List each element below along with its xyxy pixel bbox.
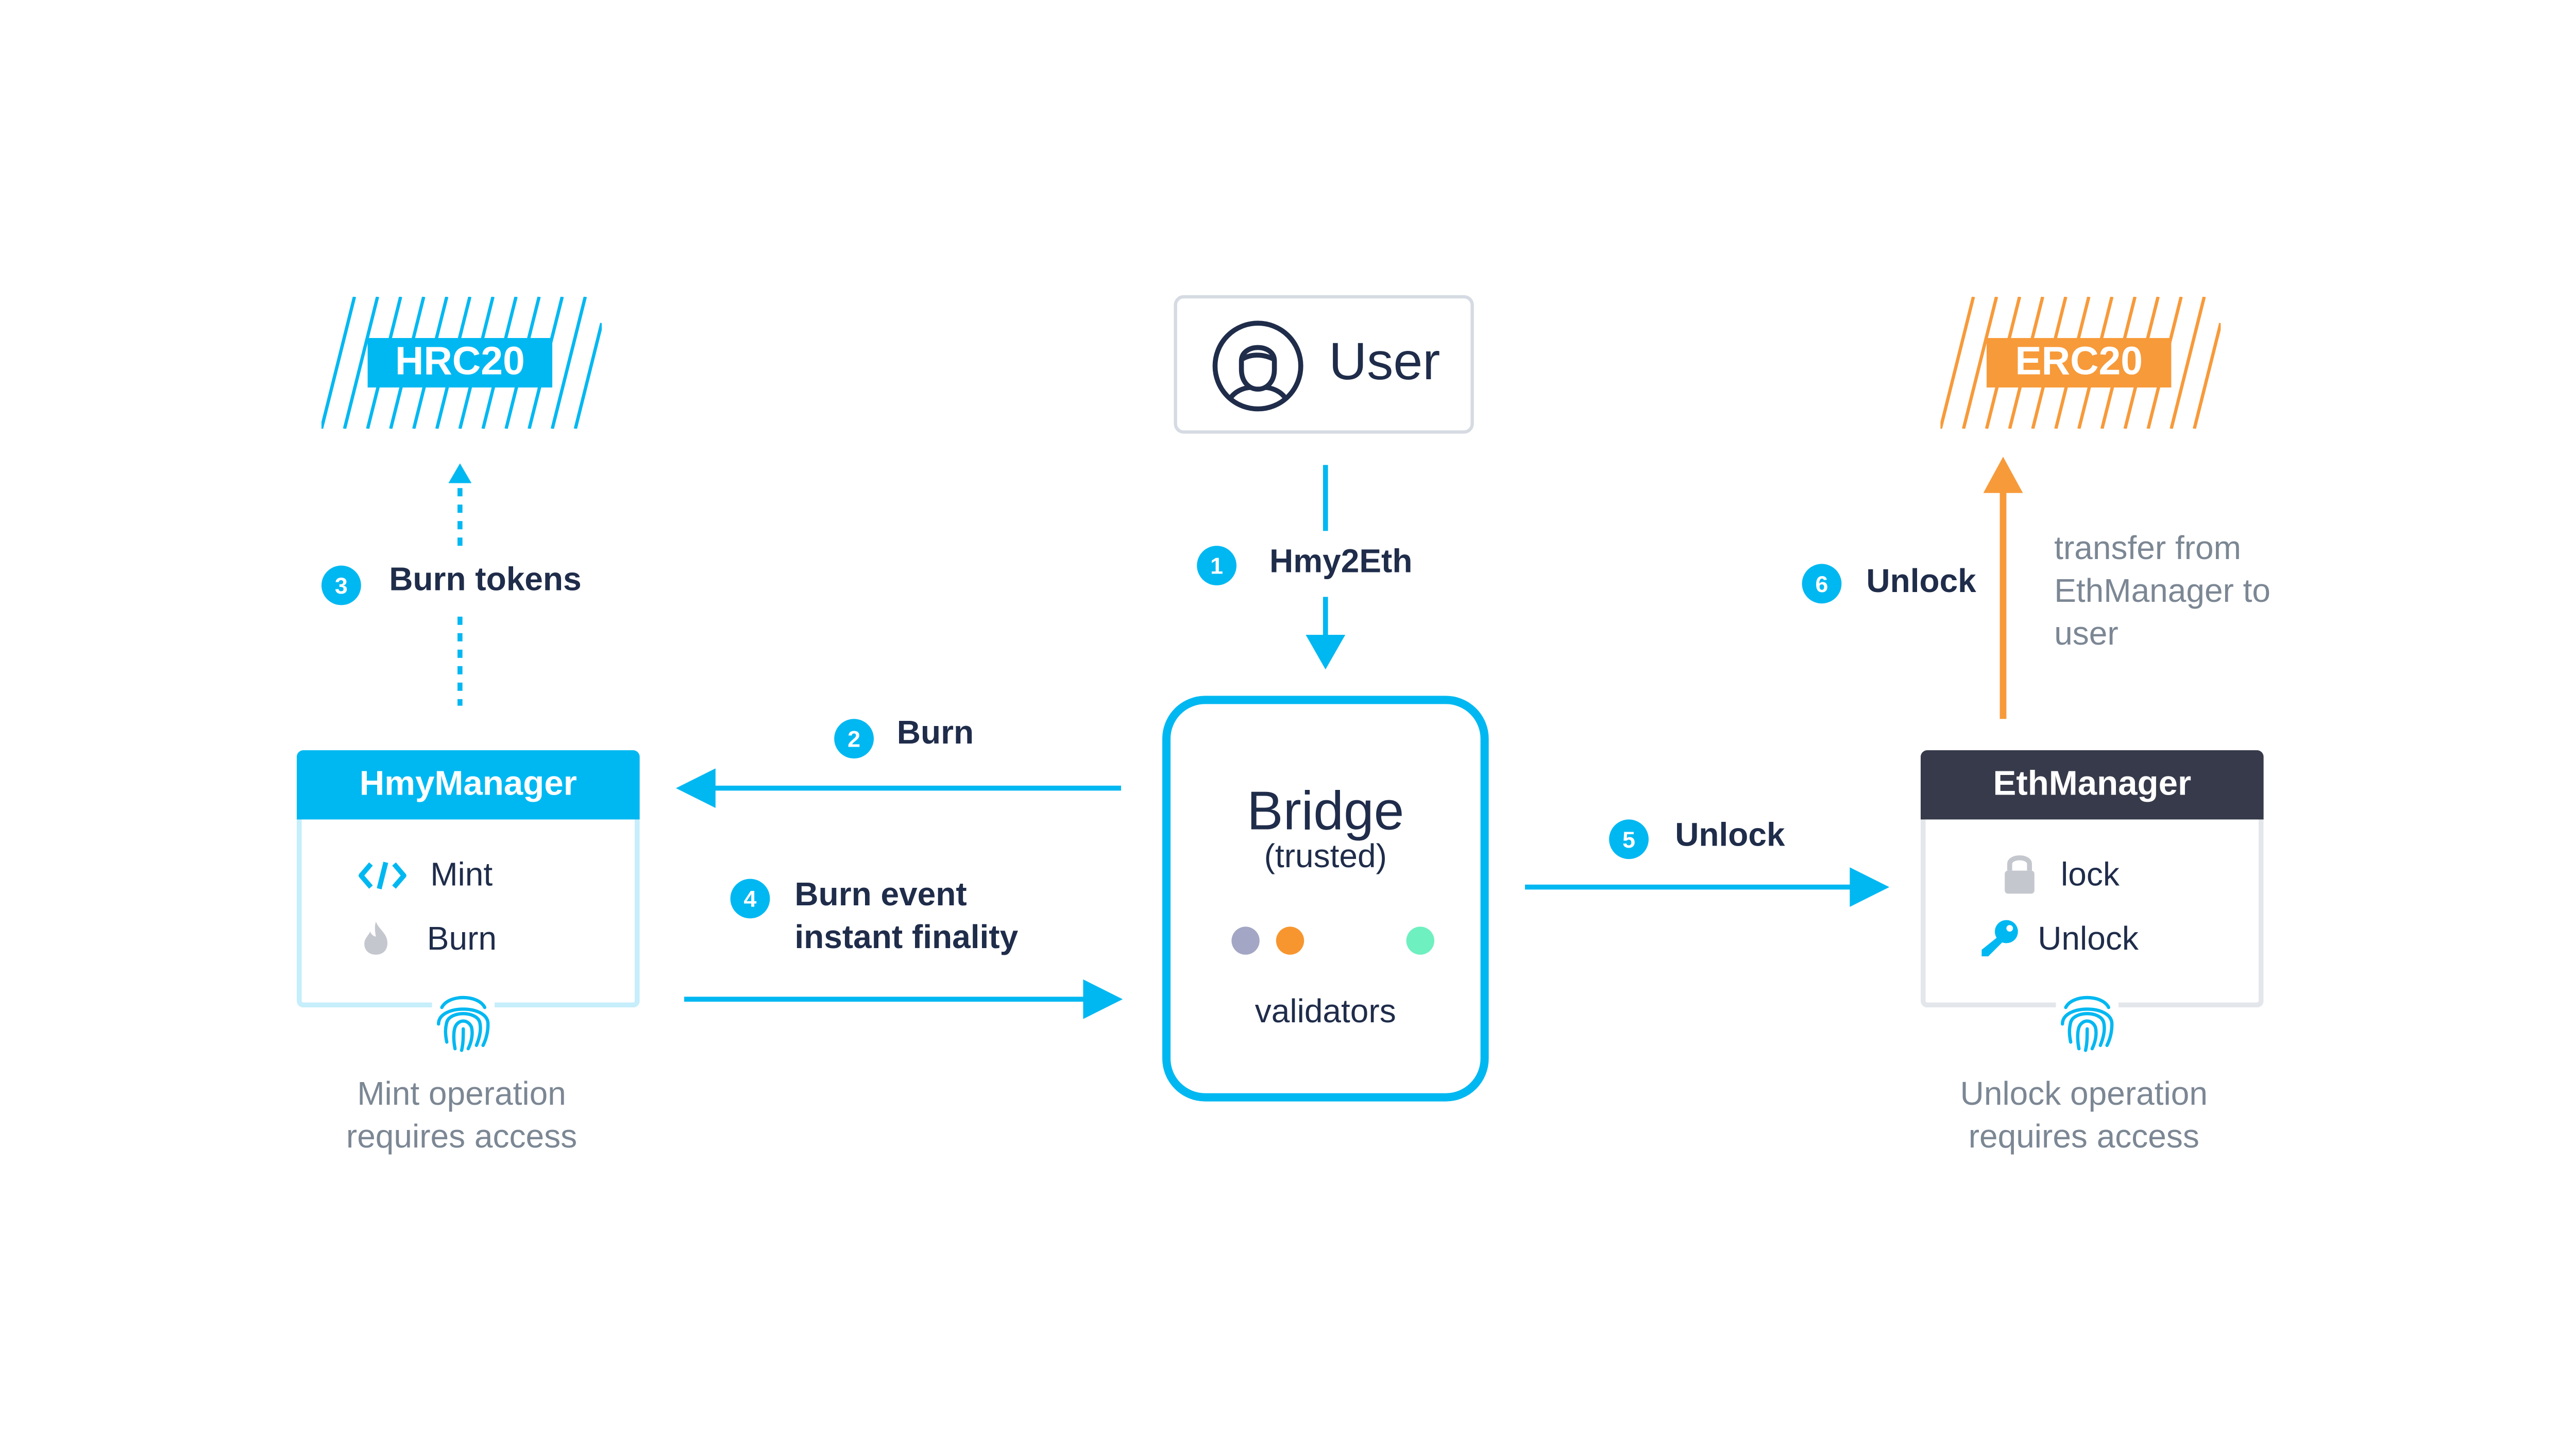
transfer-note-line1: transfer from (2054, 531, 2241, 567)
hmymanager-title: HmyManager (297, 750, 640, 820)
validator-dot-green (1406, 926, 1434, 955)
step-2-label: Burn (896, 715, 974, 752)
step-6-badge: 6 (1802, 564, 1842, 604)
hmymanager-caption-line1: Mint operation (357, 1076, 566, 1113)
hrc20-label: HRC20 (367, 338, 552, 387)
arrow-burn-event-to-bridge-head (1083, 979, 1123, 1019)
bridge-box: Bridge (trusted) validators (1162, 696, 1489, 1102)
hmymanager-caption-line2: requires access (346, 1119, 578, 1156)
transfer-note-line3: user (2054, 616, 2119, 653)
key-icon (1981, 920, 2018, 956)
step-5-badge: 5 (1609, 819, 1649, 859)
ethmanager-row-lock-label: lock (2061, 857, 2120, 894)
bridge-subtitle: (trusted) (1264, 839, 1387, 876)
hrc20-token: HRC20 (321, 297, 602, 429)
user-avatar-icon (1212, 320, 1303, 412)
step-1-label: Hmy2Eth (1269, 544, 1413, 581)
hmymanager-row-mint-label: Mint (430, 857, 493, 894)
step-4-label-line1: Burn event (794, 877, 967, 914)
code-icon (359, 862, 406, 889)
step-3-badge: 3 (321, 565, 361, 605)
user-box: User (1174, 295, 1474, 434)
ethmanager-caption-line2: requires access (1968, 1119, 2199, 1156)
arrow-unlock-to-ethmanager-head (1850, 867, 1890, 907)
transfer-note-line2: EthManager to (2054, 573, 2271, 610)
step-1-badge: 1 (1197, 546, 1236, 585)
padlock-icon (2005, 855, 2035, 894)
erc20-label: ERC20 (1987, 338, 2172, 387)
step-5-label: Unlock (1675, 818, 1785, 854)
hmymanager-fingerprint-icon (432, 987, 495, 1054)
hmymanager-card: HmyManager Mint Burn (297, 750, 640, 1008)
bridge-validators-label: validators (1255, 994, 1396, 1031)
erc20-token: ERC20 (1940, 297, 2221, 429)
bridge-title: Bridge (1247, 780, 1404, 841)
step-2-badge: 2 (834, 719, 874, 758)
arrow-user-to-bridge-head (1306, 635, 1346, 670)
dotted-arrow-burn-tokens-head (448, 463, 472, 483)
transfer-note: transfer from EthManager to user (2054, 528, 2318, 656)
ethmanager-title: EthManager (1921, 750, 2264, 820)
hmymanager-row-burn-label: Burn (427, 921, 497, 958)
ethmanager-row-unlock-label: Unlock (2038, 921, 2139, 958)
ethmanager-card: EthManager lock Unlock (1921, 750, 2264, 1008)
step-3-label: Burn tokens (389, 562, 582, 599)
ethmanager-caption-line1: Unlock operation (1960, 1076, 2208, 1113)
step-4-badge: 4 (730, 879, 770, 919)
user-label: User (1329, 331, 1440, 391)
ethmanager-caption: Unlock operation requires access (1919, 1073, 2249, 1159)
arrow-unlock-to-erc20-head (1983, 457, 2023, 493)
flame-icon (364, 921, 387, 955)
step-6-label: Unlock (1866, 564, 1976, 600)
ethmanager-fingerprint-icon (2056, 987, 2119, 1054)
validator-dot-grey (1231, 926, 1260, 955)
step-4-label-line2: instant finality (794, 920, 1019, 956)
hmymanager-caption: Mint operation requires access (297, 1073, 626, 1159)
validator-dot-orange (1276, 926, 1304, 955)
arrow-burn-to-hmymanager-head (676, 768, 716, 808)
